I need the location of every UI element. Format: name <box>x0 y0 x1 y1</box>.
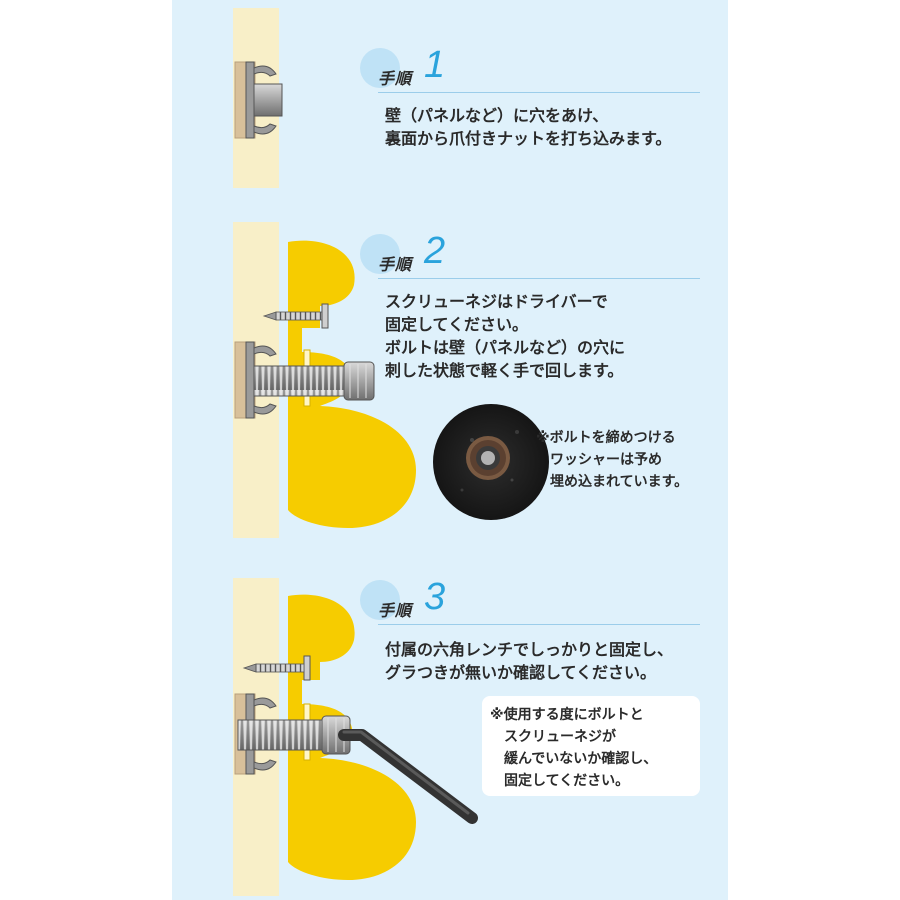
step-circle <box>360 48 400 88</box>
note-line: 埋め込まれています。 <box>536 474 689 490</box>
note-line: 緩んでいないか確認し、 <box>490 751 658 767</box>
body-line: ボルトは壁（パネルなど）の穴に <box>385 338 626 357</box>
screw <box>262 303 329 329</box>
illustrations <box>233 8 549 896</box>
body-line: 裏面から爪付きナットを打ち込みます。 <box>385 129 672 148</box>
step3-illustration <box>233 578 478 896</box>
step2-heading: 手順 2 <box>360 230 700 279</box>
divider <box>378 624 700 625</box>
step3-note-box <box>482 696 700 796</box>
body-line: スクリューネジはドライバーで <box>385 292 608 311</box>
bolt <box>237 715 351 755</box>
step1-illustration <box>233 8 283 188</box>
step3-heading: 手順 3 <box>360 576 700 625</box>
step-number: 2 <box>424 230 446 272</box>
step1-heading: 手順 1 <box>360 44 700 93</box>
step-circle <box>360 580 400 620</box>
claw-nut <box>245 341 277 419</box>
body-line: 刺した状態で軽く手で回します。 <box>385 361 624 380</box>
step-number: 3 <box>424 576 446 618</box>
step3-note: ※使用する度にボルトと スクリューネジが 緩んでいないか確認し、 固定してくださ… <box>490 704 657 792</box>
body-line: グラつきが無いか確認してください。 <box>385 663 657 682</box>
step2-note: ※ボルトを締めつける ワッシャーは予め 埋め込まれています。 <box>536 427 688 493</box>
note-line: ワッシャーは予め <box>536 452 662 468</box>
step1-body: 壁（パネルなど）に穴をあけ、 裏面から爪付きナットを打ち込みます。 <box>385 104 671 150</box>
step-label: 手順 <box>378 601 413 620</box>
step-number: 1 <box>424 44 446 86</box>
divider <box>378 278 700 279</box>
step-circle <box>360 234 400 274</box>
body-line: 壁（パネルなど）に穴をあけ、 <box>385 106 609 125</box>
step2-illustration <box>233 222 549 538</box>
washer-photo <box>433 404 549 520</box>
yellow-hook <box>288 594 416 880</box>
step3-body: 付属の六角レンチでしっかりと固定し、 グラつきが無いか確認してください。 <box>385 638 673 684</box>
note-line: 固定してください。 <box>490 773 630 789</box>
note-line: スクリューネジが <box>490 729 616 745</box>
screw <box>242 655 311 681</box>
body-line: 付属の六角レンチでしっかりと固定し、 <box>385 640 674 659</box>
hex-wrench <box>338 729 478 824</box>
step-label: 手順 <box>378 69 413 88</box>
instruction-panel: 手順 1 壁（パネルなど）に穴をあけ、 裏面から爪付きナットを打ち込みます。 手… <box>172 0 728 900</box>
divider <box>378 92 700 93</box>
note-line: ※使用する度にボルトと <box>490 707 644 723</box>
step-label: 手順 <box>378 255 413 274</box>
note-line: ※ボルトを締めつける <box>536 430 676 446</box>
claw-nut <box>245 61 283 139</box>
body-line: 固定してください。 <box>385 315 529 334</box>
step2-body: スクリューネジはドライバーで 固定してください。 ボルトは壁（パネルなど）の穴に… <box>385 290 625 382</box>
bolt <box>253 361 375 401</box>
